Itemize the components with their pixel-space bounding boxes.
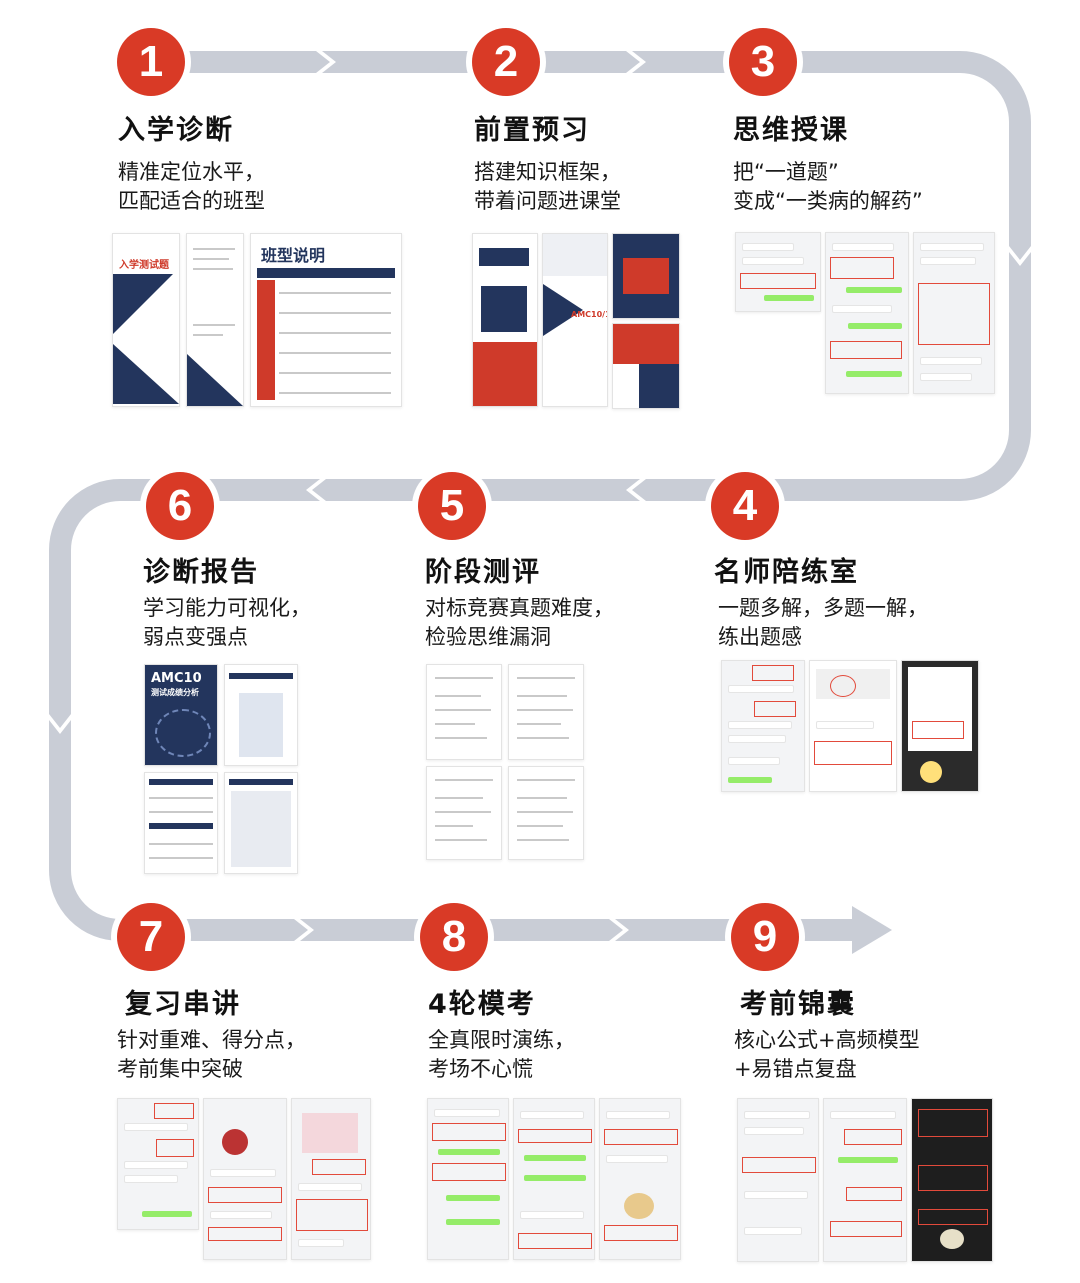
step-number-badge: 6 <box>146 472 214 540</box>
chat-screenshot <box>291 1098 371 1260</box>
test-paper <box>426 766 502 860</box>
chat-screenshot <box>823 1098 907 1262</box>
step-5-thumbnails <box>426 664 586 860</box>
step-description: 把“一道题” 变成“一类病的解药” <box>733 160 923 213</box>
chevron-icon <box>316 51 336 73</box>
step-number-badge: 5 <box>418 472 486 540</box>
track-row-1 <box>49 51 1031 941</box>
track-chevrons <box>49 51 1031 941</box>
chat-screenshot <box>203 1098 287 1260</box>
step-1-thumbnails: 入学测试题 班型说明 <box>112 233 402 407</box>
chevron-icon <box>294 919 314 941</box>
entrance-test-page <box>186 233 244 407</box>
chat-screenshot <box>737 1098 819 1262</box>
step-7-thumbnails <box>117 1098 371 1260</box>
chat-screenshot <box>913 232 995 394</box>
step-2-thumbnails: AMC10/12 <box>472 233 680 409</box>
test-paper <box>426 664 502 760</box>
step-description: 精准定位水平， 匹配适合的班型 <box>118 160 265 213</box>
step-description: 对标竞赛真题难度， 检验思维漏洞 <box>425 596 614 649</box>
chevron-icon <box>49 714 71 734</box>
step-description: 核心公式+高频模型 +易错点复盘 <box>734 1028 920 1081</box>
step-9-thumbnails <box>737 1098 993 1262</box>
step-title: 4轮模考 <box>428 989 536 1020</box>
report-page <box>224 772 298 874</box>
video-class-screenshot <box>809 660 897 792</box>
step-title: 入学诊断 <box>118 115 234 146</box>
chevron-icon <box>1009 246 1031 266</box>
step-number-badge: 1 <box>117 28 185 96</box>
step-title: 思维授课 <box>733 115 849 146</box>
step-title: 考前锦囊 <box>740 989 856 1020</box>
preview-book-1 <box>472 233 538 407</box>
step-number-badge: 7 <box>117 903 185 971</box>
chat-screenshot <box>825 232 909 394</box>
preview-book-4 <box>612 323 680 409</box>
chat-screenshot <box>721 660 805 792</box>
step-title: 名师陪练室 <box>714 557 859 588</box>
step-description: 学习能力可视化， 弱点变强点 <box>143 596 311 649</box>
step-title: 阶段测评 <box>425 557 541 588</box>
step-8-thumbnails <box>427 1098 681 1260</box>
step-description: 全真限时演练， 考场不心慌 <box>428 1028 575 1081</box>
step-number-badge: 3 <box>729 28 797 96</box>
entrance-test-cover: 入学测试题 <box>112 233 180 407</box>
arrow-head-icon <box>852 906 892 954</box>
chat-screenshot <box>427 1098 509 1260</box>
chevron-icon <box>306 479 326 501</box>
step-number-badge: 2 <box>472 28 540 96</box>
video-call-screenshot <box>901 660 979 792</box>
step-number-badge: 9 <box>731 903 799 971</box>
chat-screenshot <box>117 1098 199 1230</box>
test-paper <box>508 664 584 760</box>
class-type-table: 班型说明 <box>250 233 402 407</box>
step-number-badge: 4 <box>711 472 779 540</box>
step-description: 搭建知识框架， 带着问题进课堂 <box>474 160 621 213</box>
chat-screenshot <box>911 1098 993 1262</box>
step-title: 复习串讲 <box>125 989 241 1020</box>
preview-book-3 <box>612 233 680 319</box>
step-3-thumbnails <box>735 232 995 394</box>
step-number-badge: 8 <box>420 903 488 971</box>
step-description: 一题多解，多题一解， 练出题感 <box>718 596 928 649</box>
chevron-icon <box>626 51 646 73</box>
step-4-thumbnails <box>721 660 979 792</box>
chat-screenshot <box>513 1098 595 1260</box>
chat-screenshot <box>735 232 821 312</box>
chevron-icon <box>626 479 646 501</box>
chat-screenshot <box>599 1098 681 1260</box>
step-title: 诊断报告 <box>143 557 259 588</box>
preview-book-2: AMC10/12 <box>542 233 608 407</box>
report-cover: AMC10 测试成绩分析 <box>144 664 218 766</box>
report-page <box>224 664 298 766</box>
step-6-thumbnails: AMC10 测试成绩分析 <box>144 664 304 874</box>
report-table <box>144 772 218 874</box>
step-description: 针对重难、得分点， 考前集中突破 <box>117 1028 306 1081</box>
step-title: 前置预习 <box>474 115 590 146</box>
chevron-icon <box>609 919 629 941</box>
test-paper <box>508 766 584 860</box>
